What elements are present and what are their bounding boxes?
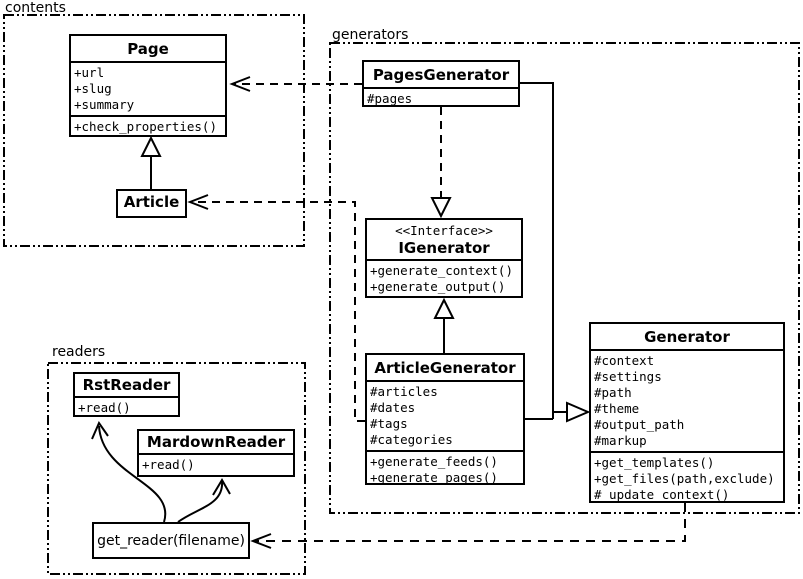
- class-mardownreader-title: MardownReader: [146, 433, 286, 451]
- class-pagesgenerator-attributes: #pages: [364, 87, 518, 106]
- attribute: +summary: [74, 97, 135, 112]
- class-article: Article: [116, 189, 187, 218]
- class-igenerator-name: IGenerator: [398, 239, 490, 257]
- method: +read(): [78, 400, 131, 415]
- attribute: #path: [594, 385, 632, 400]
- method: +generate_pages(): [370, 470, 498, 485]
- class-mardownreader: MardownReader +read(): [137, 429, 295, 477]
- class-igenerator-title: <<Interface>> IGenerator: [367, 220, 521, 259]
- method: #_update_context(): [594, 487, 730, 502]
- class-igenerator-methods: +generate_context() +generate_output(): [367, 259, 521, 296]
- package-label-contents: contents: [5, 0, 66, 16]
- attribute: +url: [74, 65, 105, 80]
- attribute: +slug: [74, 81, 112, 96]
- attribute: #context: [594, 353, 655, 368]
- class-generator-methods: +get_templates() +get_files(path,exclude…: [591, 451, 783, 502]
- method: +get_files(path,exclude): [594, 471, 775, 486]
- attribute: #settings: [594, 369, 662, 384]
- class-igenerator: <<Interface>> IGenerator +generate_conte…: [365, 218, 523, 298]
- attribute: #theme: [594, 401, 640, 416]
- package-generators-frame: [329, 42, 800, 514]
- class-articlegenerator: ArticleGenerator #articles #dates #tags …: [365, 353, 525, 485]
- method: +generate_context(): [370, 263, 513, 278]
- attribute: #categories: [370, 432, 453, 447]
- method: +get_templates(): [594, 455, 715, 470]
- class-pagesgenerator-title: PagesGenerator: [372, 66, 510, 84]
- attribute: #pages: [367, 91, 413, 106]
- edge-article-to-page-generalization: [140, 135, 162, 189]
- class-page-title: Page: [127, 40, 169, 58]
- class-page: Page +url +slug +summary +check_properti…: [69, 34, 227, 137]
- edge-articlegenerator-to-igenerator-generalization: [433, 297, 455, 353]
- function-box-get-reader: get_reader(filename): [92, 522, 250, 559]
- package-contents-frame: [3, 14, 305, 247]
- class-rstreader: RstReader +read(): [73, 372, 180, 417]
- edge-articlegenerator-to-article-dependency: [187, 194, 365, 422]
- class-articlegenerator-title: ArticleGenerator: [374, 359, 516, 377]
- attribute: #markup: [594, 433, 647, 448]
- function-box-get-reader-label: get_reader(filename): [97, 532, 245, 549]
- class-articlegenerator-attributes: #articles #dates #tags #categories: [367, 380, 523, 450]
- edge-generator-to-getreader-dependency: [250, 503, 686, 549]
- class-page-methods: +check_properties(): [71, 115, 225, 135]
- edge-generators-to-generator-generalization: [520, 82, 591, 423]
- class-pagesgenerator: PagesGenerator #pages: [362, 60, 520, 107]
- class-article-title: Article: [123, 193, 180, 211]
- package-label-readers: readers: [52, 344, 106, 360]
- class-generator-title: Generator: [644, 328, 730, 346]
- attribute: #tags: [370, 416, 408, 431]
- class-mardownreader-methods: +read(): [139, 453, 293, 475]
- attribute: #dates: [370, 400, 416, 415]
- attribute: #output_path: [594, 417, 685, 432]
- method: +generate_feeds(): [370, 454, 498, 469]
- method: +generate_output(): [370, 279, 506, 294]
- class-articlegenerator-methods: +generate_feeds() +generate_pages(): [367, 450, 523, 485]
- package-label-generators: generators: [332, 27, 409, 43]
- edge-pagesgenerator-to-igenerator-realization: [430, 107, 452, 219]
- class-rstreader-title: RstReader: [82, 376, 171, 394]
- edge-pagesgenerator-to-page-dependency: [229, 76, 362, 92]
- edge-getreader-to-rstreader: [91, 420, 167, 523]
- class-generator: Generator #context #settings #path #them…: [589, 322, 785, 503]
- class-generator-attributes: #context #settings #path #theme #output_…: [591, 349, 783, 451]
- package-readers-frame: [47, 362, 306, 575]
- attribute: #articles: [370, 384, 438, 399]
- class-igenerator-stereotype: <<Interface>>: [395, 223, 493, 238]
- class-rstreader-methods: +read(): [75, 396, 178, 415]
- method: +read(): [142, 457, 195, 472]
- class-page-attributes: +url +slug +summary: [71, 61, 225, 115]
- method: +check_properties(): [74, 119, 217, 134]
- edge-getreader-to-mardownreader: [177, 478, 231, 523]
